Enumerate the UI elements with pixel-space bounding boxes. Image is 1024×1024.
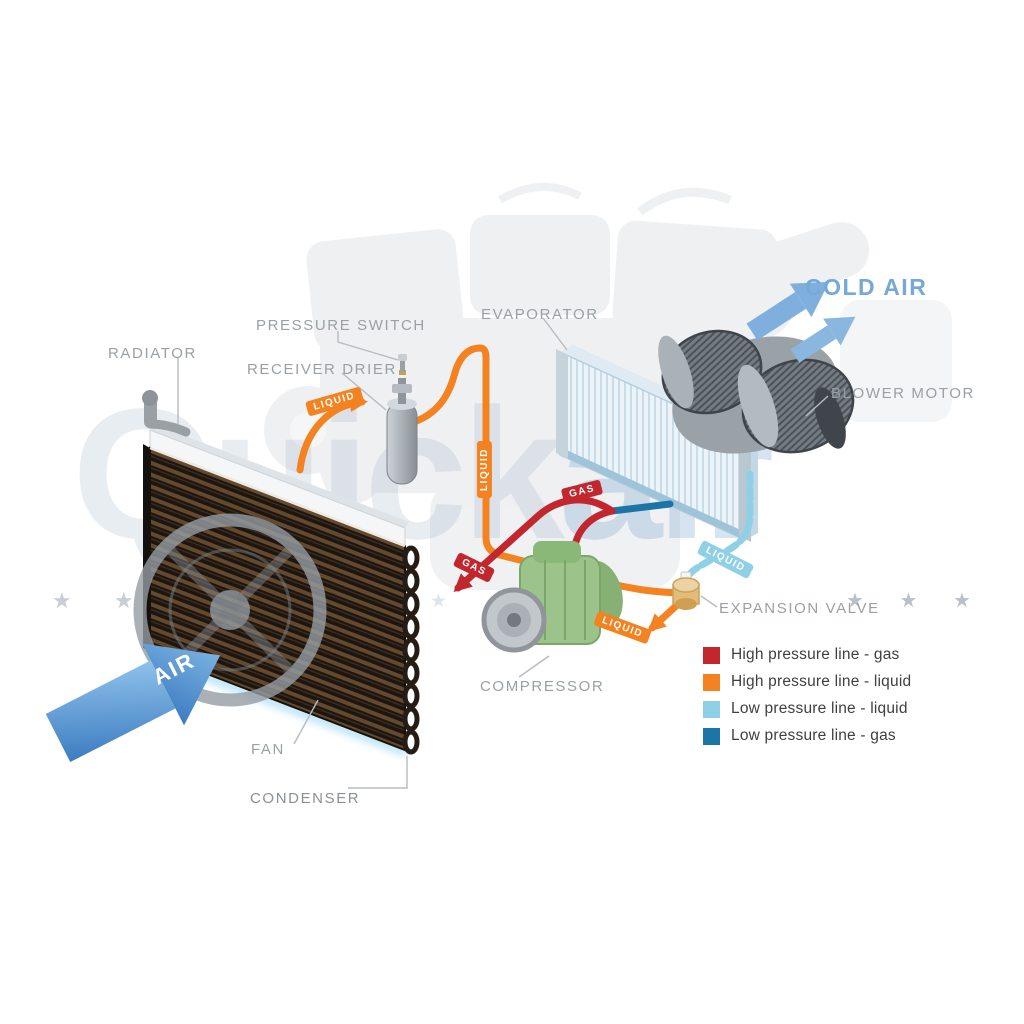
compressor-label: COMPRESSOR	[480, 678, 605, 695]
fan	[133, 513, 327, 707]
legend-swatch-high-liquid	[703, 673, 720, 691]
leader-lines	[177, 317, 829, 789]
fan-label: FAN	[251, 741, 285, 758]
receiver-drier	[386, 354, 418, 485]
legend-swatch-high-gas	[703, 646, 720, 664]
expansion-valve-label: EXPANSION VALVE	[719, 600, 880, 617]
pressure-switch-label: PRESSURE SWITCH	[256, 317, 426, 334]
legend: High pressure line - gas High pressure l…	[703, 646, 911, 754]
blower-motor-label: BLOWER MOTOR	[831, 385, 975, 402]
pipe-low-gas	[608, 500, 674, 515]
legend-row-high-liquid: High pressure line - liquid	[703, 673, 911, 691]
condenser-tube-loops	[402, 545, 420, 755]
condenser-label: CONDENSER	[250, 790, 361, 807]
cold-air-arrows	[746, 281, 856, 363]
air-arrow	[45, 643, 221, 763]
legend-swatch-low-gas	[703, 727, 720, 745]
legend-swatch-low-liquid	[703, 700, 720, 718]
expansion-valve	[672, 571, 700, 610]
cold-air-label: COLD AIR	[805, 274, 928, 300]
legend-row-high-gas: High pressure line - gas	[703, 646, 911, 664]
legend-row-low-liquid: Low pressure line - liquid	[703, 700, 911, 718]
radiator-label: RADIATOR	[108, 345, 197, 362]
compressor	[481, 541, 623, 653]
pipe-high-liquid-drier-to-valve	[410, 344, 682, 597]
watermark-stars-right: ★ ★ ★	[846, 590, 986, 612]
legend-label-low-liquid: Low pressure line - liquid	[731, 700, 908, 717]
engine-ghost	[264, 183, 952, 590]
legend-label-high-liquid: High pressure line - liquid	[731, 673, 912, 690]
legend-label-high-gas: High pressure line - gas	[731, 646, 900, 663]
evaporator-label: EVAPORATOR	[481, 306, 599, 323]
pipe-high-liquid-valve-arrow	[647, 602, 680, 633]
legend-label-low-gas: Low pressure line - gas	[731, 727, 896, 744]
pressure-switch	[392, 354, 412, 404]
liquid-pill-vertical: LIQUID	[476, 441, 492, 498]
legend-row-low-gas: Low pressure line - gas	[703, 727, 911, 745]
receiver-drier-label: RECEIVER DRIER	[247, 361, 397, 378]
blower-motor	[658, 329, 855, 454]
